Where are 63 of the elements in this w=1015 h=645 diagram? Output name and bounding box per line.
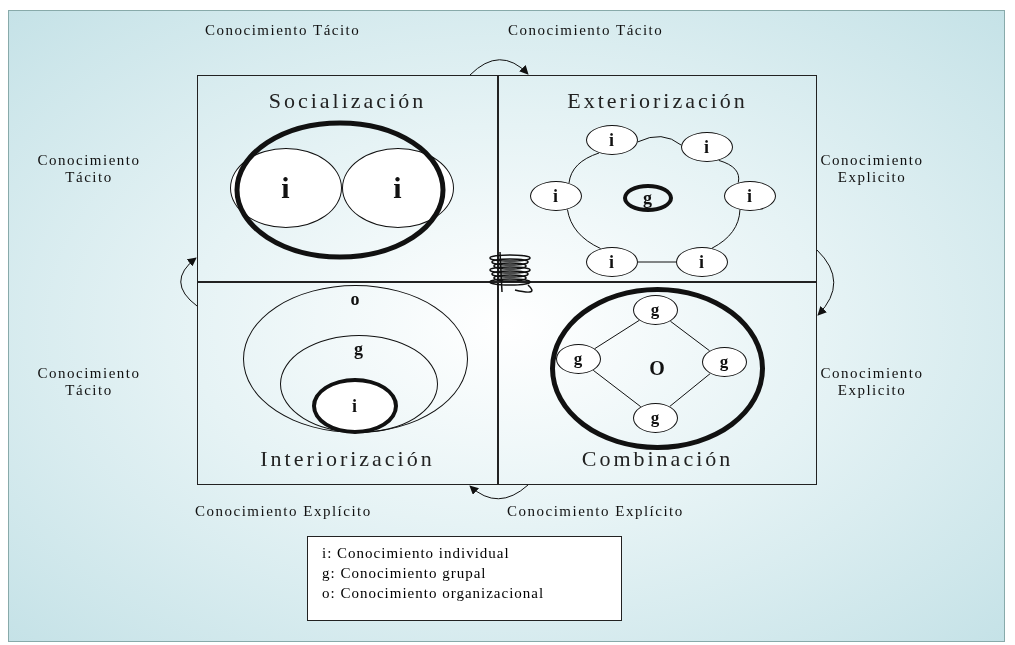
curved-arrow bbox=[816, 249, 835, 316]
quadrant-panel bbox=[197, 75, 498, 282]
quadrant-panel bbox=[197, 282, 498, 485]
knowledge-circle bbox=[555, 343, 601, 374]
circle-label: o bbox=[350, 289, 360, 308]
quadrant-title: Interiorización bbox=[259, 446, 436, 472]
connector-line bbox=[669, 373, 711, 407]
axis-label: Conocimiento Explícito bbox=[195, 503, 373, 520]
knowledge-circle bbox=[675, 246, 728, 277]
circle-label: g bbox=[573, 350, 583, 367]
circle-label: i bbox=[609, 130, 614, 149]
circle-label: i bbox=[704, 137, 709, 156]
quadrant-panel bbox=[498, 75, 817, 282]
knowledge-circle bbox=[585, 124, 638, 155]
connector-line bbox=[637, 261, 677, 263]
legend-text: i: Conocimiento individual bbox=[322, 545, 510, 561]
circle-label: i bbox=[699, 252, 704, 271]
knowledge-circle bbox=[680, 131, 733, 162]
quadrant-title: Exteriorización bbox=[566, 88, 749, 114]
circle-label: i bbox=[747, 186, 752, 205]
circle-label: g bbox=[643, 188, 652, 207]
knowledge-circle bbox=[632, 294, 678, 325]
circle-label: g bbox=[650, 301, 660, 318]
connector-line bbox=[637, 136, 682, 146]
connector-line bbox=[669, 320, 711, 352]
quadrant-panel bbox=[498, 282, 817, 485]
circle-label: g bbox=[650, 409, 660, 426]
circle-label: i bbox=[352, 396, 357, 415]
axis-label: Conocimiento Tácito bbox=[508, 22, 665, 39]
circle-label: O bbox=[649, 358, 665, 378]
circle-label: g bbox=[354, 339, 363, 358]
connector-line bbox=[568, 152, 600, 184]
axis-label: Conocimiento Explicito bbox=[819, 152, 925, 186]
knowledge-circle bbox=[311, 377, 398, 434]
connector-line bbox=[592, 369, 642, 408]
connector-line bbox=[594, 319, 640, 350]
axis-label: Conocimiento Tácito bbox=[36, 152, 142, 186]
circle-label: i bbox=[553, 186, 558, 205]
axis-label: Conocimiento Explícito bbox=[507, 503, 685, 520]
knowledge-circle bbox=[529, 180, 582, 211]
knowledge-circle bbox=[585, 246, 638, 277]
circle-label: i bbox=[281, 172, 290, 203]
circle-label: i bbox=[609, 252, 614, 271]
knowledge-circle bbox=[701, 346, 747, 377]
knowledge-circle bbox=[632, 402, 678, 433]
axis-label: Conocimiento Tácito bbox=[205, 22, 362, 39]
curved-arrow bbox=[469, 484, 529, 500]
axis-label: Conocimiento Tácito bbox=[36, 365, 142, 399]
curved-arrow bbox=[180, 257, 198, 307]
quadrant-title: Combinación bbox=[580, 446, 735, 472]
circle-label: i bbox=[393, 172, 402, 203]
quadrant-title: Socialización bbox=[267, 88, 428, 114]
knowledge-circle bbox=[549, 286, 765, 450]
connector-line bbox=[566, 208, 602, 250]
knowledge-circle bbox=[622, 183, 673, 212]
connector-line bbox=[711, 209, 741, 249]
axis-label: Conocimiento Explicito bbox=[819, 365, 925, 399]
curved-arrow bbox=[469, 59, 529, 76]
connector-line bbox=[718, 159, 740, 184]
legend-text: o: Conocimiento organizacional bbox=[322, 585, 545, 601]
legend-text: g: Conocimiento grupal bbox=[322, 565, 487, 581]
knowledge-circle bbox=[723, 180, 776, 211]
circle-label: g bbox=[719, 353, 729, 370]
